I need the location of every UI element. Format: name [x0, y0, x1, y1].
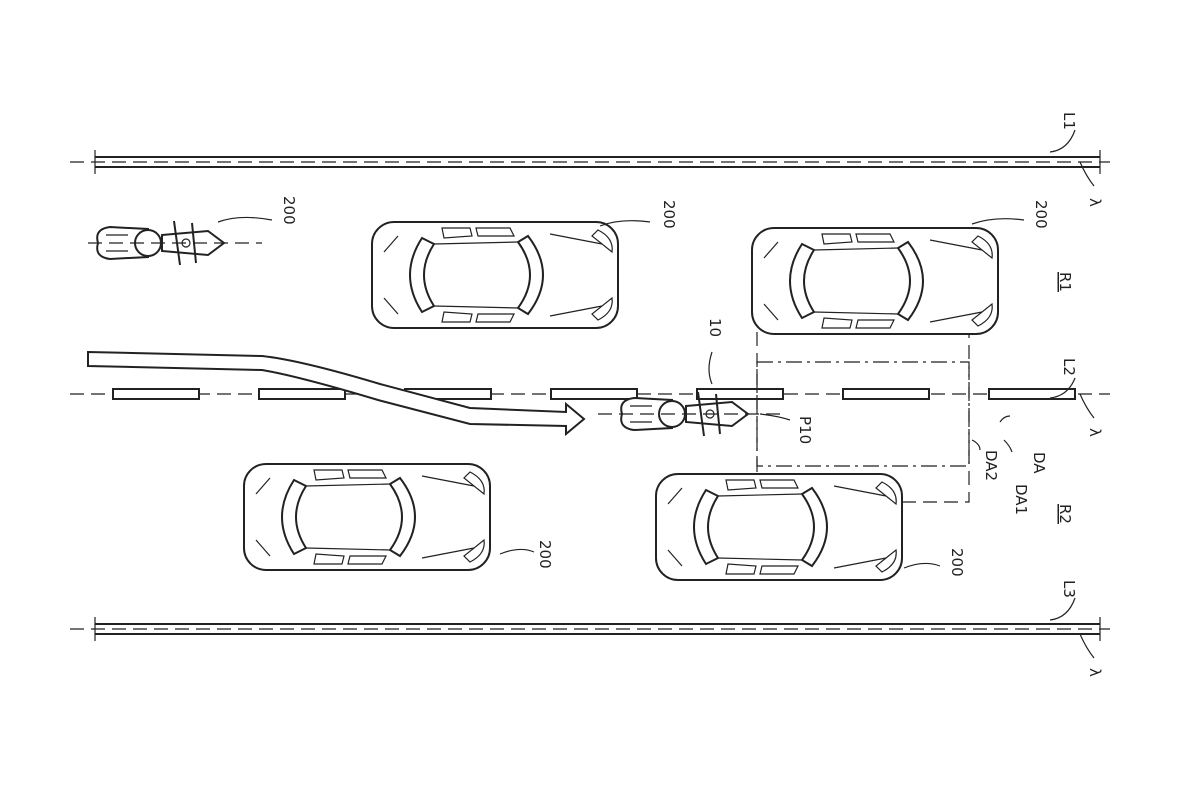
other-car-1: [371, 221, 619, 329]
label-other-vehicle-3: 200: [1032, 200, 1050, 229]
label-other-vehicle-1: 200: [280, 196, 298, 225]
label-other-vehicle-5: 200: [948, 548, 966, 577]
lane-line-l2: [70, 388, 1110, 400]
label-l2: L2: [1060, 358, 1078, 376]
label-l3: L3: [1060, 580, 1078, 598]
label-lambda-top: λ: [1086, 198, 1104, 207]
leader-lines: [217, 129, 1095, 659]
lane-line-l1: [70, 150, 1110, 174]
label-lambda-bottom: λ: [1086, 668, 1104, 677]
label-own-vehicle: 10: [706, 318, 724, 337]
label-other-vehicle-2: 200: [660, 200, 678, 229]
label-l1: L1: [1060, 112, 1078, 130]
label-other-vehicle-4: 200: [536, 540, 554, 569]
labels: L1 L2 L3 λ λ λ R1 R2 10 P10 DA DA2 DA1 2…: [280, 112, 1104, 677]
label-da2: DA2: [982, 450, 1000, 481]
trajectory-arrow: [87, 350, 586, 437]
label-da1: DA1: [1012, 484, 1030, 515]
other-car-4: [655, 473, 903, 581]
label-da: DA: [1030, 452, 1048, 474]
other-car-2: [751, 227, 999, 335]
label-p10: P10: [796, 416, 814, 444]
other-car-3: [243, 463, 491, 571]
label-lambda-mid: λ: [1086, 428, 1104, 437]
lane-line-l3: [70, 617, 1110, 641]
label-r2: R2: [1056, 504, 1074, 524]
label-r1: R1: [1056, 272, 1074, 292]
